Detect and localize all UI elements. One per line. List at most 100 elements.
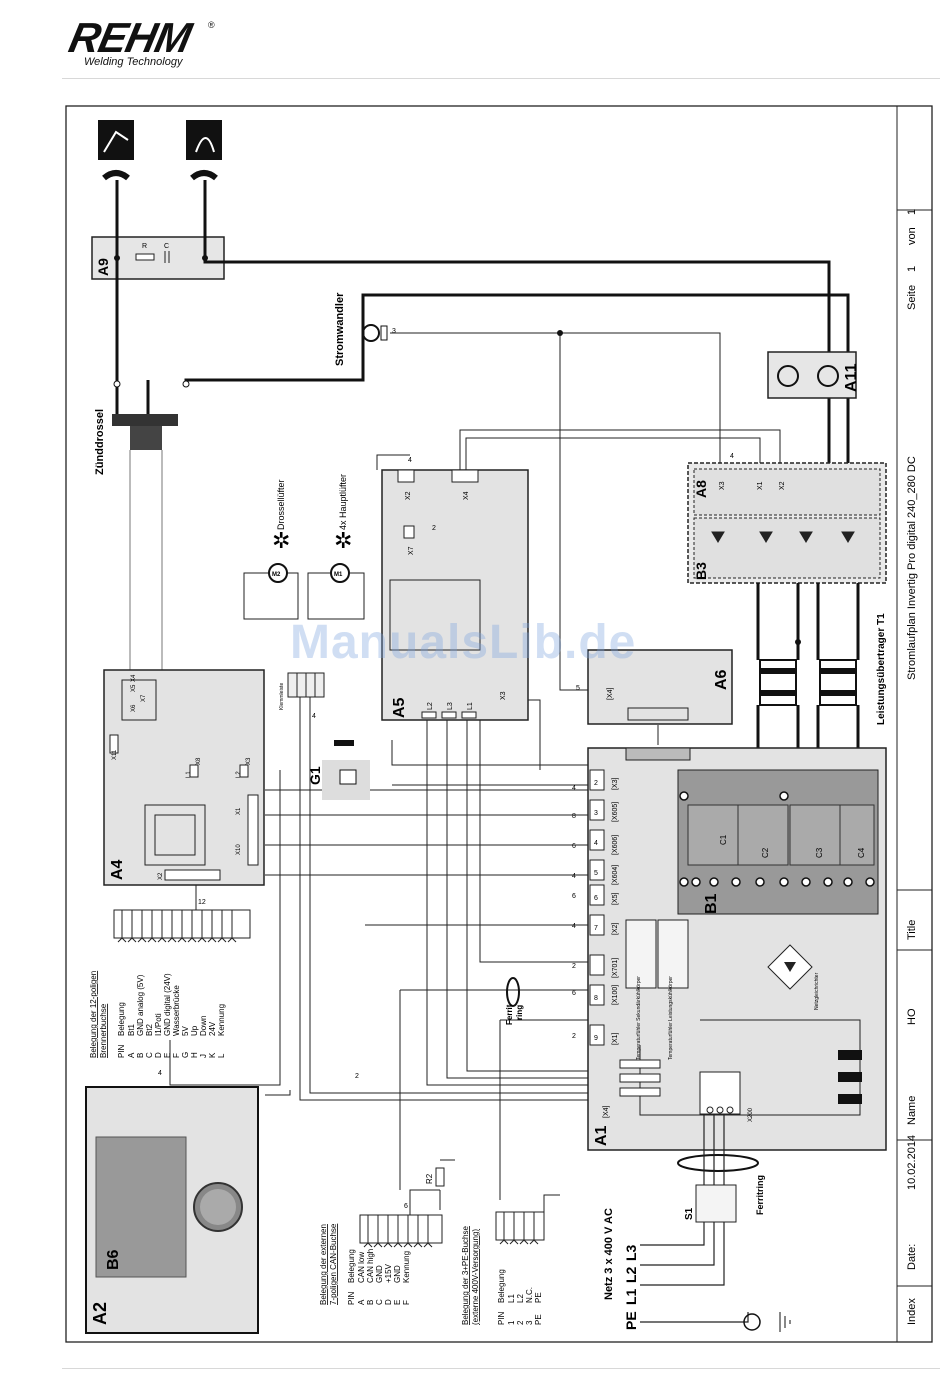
svg-text:Temperaturfühler Leistungskühl: Temperaturfühler Leistungskühlkörper [668, 976, 674, 1060]
ferrite-ring-mains [677, 1154, 759, 1172]
svg-text:Ferritring: Ferritring [755, 1175, 765, 1215]
svg-text:X8: X8 [196, 757, 202, 765]
svg-text:PE: PE [534, 1314, 543, 1325]
svg-text:L: L [217, 1053, 226, 1058]
svg-text:A: A [357, 1299, 366, 1305]
svg-text:4: 4 [730, 453, 734, 460]
svg-text:Kennung: Kennung [217, 1004, 226, 1036]
ferrite-ring-signal [506, 977, 520, 1007]
svg-text:4: 4 [312, 713, 316, 720]
resistor-r [135, 253, 155, 261]
svg-text:L2: L2 [516, 1294, 525, 1303]
svg-text:6: 6 [572, 990, 576, 997]
svg-text:GND: GND [393, 1265, 402, 1283]
svg-text:X6: X6 [131, 704, 137, 712]
earth-terminal [743, 1313, 761, 1331]
svg-text:2: 2 [572, 1033, 576, 1040]
svg-text:4: 4 [572, 923, 576, 930]
fan-icon-m1: ✲ [334, 528, 352, 553]
svg-text:F: F [402, 1300, 411, 1305]
svg-text:L3: L3 [623, 1244, 639, 1261]
drawing-title: Stromlaufplan Invertig Pro digital 240_2… [906, 456, 918, 680]
svg-text:[X4]: [X4] [607, 687, 614, 700]
svg-text:X10: X10 [236, 844, 242, 855]
can-socket [359, 1214, 443, 1244]
svg-text:C1: C1 [719, 834, 728, 845]
svg-text:L1: L1 [467, 702, 474, 710]
resistor-r2 [435, 1167, 445, 1187]
svg-text:4: 4 [408, 457, 412, 464]
svg-text:B: B [366, 1300, 375, 1305]
svg-text:K: K [208, 1052, 217, 1058]
a9-label: A9 [95, 258, 111, 276]
svg-text:A: A [127, 1052, 136, 1058]
svg-text:PIN: PIN [347, 1291, 356, 1305]
svg-text:H: H [190, 1052, 199, 1058]
a1-connector-column [589, 769, 605, 1046]
svg-text:X7: X7 [408, 546, 415, 555]
svg-text:E: E [393, 1300, 402, 1305]
svg-text:Belegung: Belegung [497, 1269, 506, 1303]
svg-text:CAN low: CAN low [357, 1252, 366, 1283]
svg-text:[X3]: [X3] [612, 777, 619, 790]
svg-text:+15V: +15V [384, 1263, 393, 1283]
a4-label: A4 [109, 859, 126, 880]
g1-label: G1 [307, 766, 323, 785]
name-value: HO [906, 1008, 918, 1025]
svg-text:6: 6 [572, 893, 576, 900]
svg-text:4: 4 [158, 1070, 162, 1077]
svg-text:8: 8 [572, 813, 576, 820]
svg-text:4: 4 [594, 840, 598, 847]
logo-registered: ® [208, 20, 215, 30]
svg-text:N.C.: N.C. [525, 1287, 534, 1303]
wire-count-labels: 4 8 6 4 6 4 2 6 2 2 4 12 4 2 5 3 4 6 4 [158, 328, 734, 1210]
svg-text:[X604]: [X604] [612, 865, 619, 885]
svg-text:Belegung der externen: Belegung der externen [319, 1224, 328, 1305]
a6-board [587, 649, 733, 725]
svg-text:X5: X5 [131, 684, 137, 692]
svg-text:2: 2 [355, 1073, 359, 1080]
svg-text:X7: X7 [141, 694, 147, 702]
svg-text:X1: X1 [757, 481, 764, 490]
svg-text:X2: X2 [779, 481, 786, 490]
a11-label: A11 [843, 363, 860, 392]
fan-m1-label: 4x Hauptlüfter [338, 474, 348, 530]
svg-text:X3: X3 [246, 757, 252, 765]
svg-text:12: 12 [198, 899, 206, 906]
logo-subtitle: Welding Technology [84, 56, 183, 68]
svg-text:GND analog (5V): GND analog (5V) [136, 974, 145, 1036]
fan-icon-m2: ✲ [272, 528, 290, 553]
svg-text:PE: PE [623, 1311, 639, 1330]
svg-text:[X1]: [X1] [612, 1032, 619, 1045]
svg-text:M2: M2 [272, 572, 281, 578]
svg-text:D: D [154, 1052, 163, 1058]
svg-text:5: 5 [594, 870, 598, 877]
svg-text:7-poligen CAN-Buchse: 7-poligen CAN-Buchse [329, 1223, 338, 1305]
svg-text:8: 8 [594, 995, 598, 1002]
svg-text:X1: X1 [236, 807, 242, 815]
svg-text:6: 6 [594, 895, 598, 902]
svg-text:Kennung: Kennung [402, 1251, 411, 1283]
svg-text:CAN high: CAN high [366, 1249, 375, 1283]
svg-text:C4: C4 [857, 847, 866, 858]
svg-text:X11: X11 [112, 749, 118, 760]
svg-text:Klemmleiste: Klemmleiste [279, 683, 285, 710]
footer-rule [62, 1368, 940, 1369]
svg-text:3: 3 [594, 810, 598, 817]
pe-socket [495, 1211, 545, 1241]
svg-text:Down: Down [199, 1016, 208, 1036]
a5-label: A5 [391, 697, 408, 718]
mains-label: Netz 3 x 400 V AC [603, 1208, 615, 1300]
svg-text:Bt2: Bt2 [145, 1023, 154, 1036]
svg-text:X3: X3 [719, 481, 726, 490]
t1-label: Leistungsübertrager T1 [876, 613, 887, 725]
header-rule [62, 78, 940, 79]
a1-label: A1 [593, 1125, 610, 1146]
svg-text:F: F [172, 1053, 181, 1058]
svg-text:6: 6 [404, 1203, 408, 1210]
a11-box [767, 351, 857, 399]
a8-label: A8 [693, 480, 709, 498]
drawing-frame [65, 105, 933, 1343]
svg-text:GND digital (24V): GND digital (24V) [163, 973, 172, 1036]
